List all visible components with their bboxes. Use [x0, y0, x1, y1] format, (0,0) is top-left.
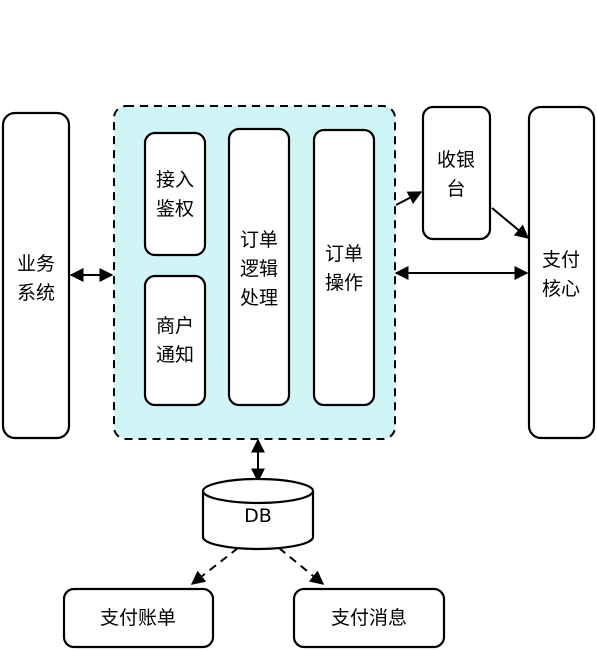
auth-line-2: 鉴权: [156, 198, 194, 220]
node-business-system: 业务 系统: [1, 111, 71, 440]
order-logic-line-1: 订单: [240, 229, 278, 251]
merchant-notify-line-2: 通知: [156, 344, 194, 366]
business-system-line-1: 业务: [17, 253, 55, 275]
payment-core-line-1: 支付: [542, 249, 580, 271]
node-merchant-notify: 商户 通知: [143, 274, 207, 407]
node-auth: 接入 鉴权: [143, 131, 207, 257]
node-order-ops: 订单 操作: [312, 128, 376, 407]
cashier-line-1: 收银: [437, 149, 475, 171]
business-system-line-2: 系统: [17, 282, 55, 304]
order-logic-line-2: 逻辑: [240, 258, 278, 280]
edge-db-bill: [190, 547, 239, 585]
node-order-logic: 订单 逻辑 处理: [227, 127, 291, 407]
order-ops-line-1: 订单: [325, 243, 363, 265]
payment-message-label: 支付消息: [331, 607, 407, 629]
edge-db-message: [278, 547, 325, 585]
order-logic-line-3: 处理: [240, 287, 278, 309]
db-label: DB: [244, 505, 272, 527]
order-ops-line-2: 操作: [325, 272, 363, 294]
payment-bill-label: 支付账单: [100, 607, 176, 629]
node-payment-bill: 支付账单: [62, 587, 215, 649]
node-cashier: 收银 台: [421, 105, 492, 241]
edge-gateway-cashier: [395, 191, 423, 206]
merchant-notify-line-1: 商户: [156, 315, 194, 337]
payment-core-line-2: 核心: [542, 278, 580, 300]
node-db: DB: [201, 477, 315, 551]
edge-cashier-core: [491, 207, 530, 239]
cashier-line-2: 台: [446, 178, 465, 200]
node-payment-message: 支付消息: [292, 587, 446, 649]
auth-line-1: 接入: [156, 169, 194, 191]
node-payment-core: 支付 核心: [527, 105, 596, 440]
